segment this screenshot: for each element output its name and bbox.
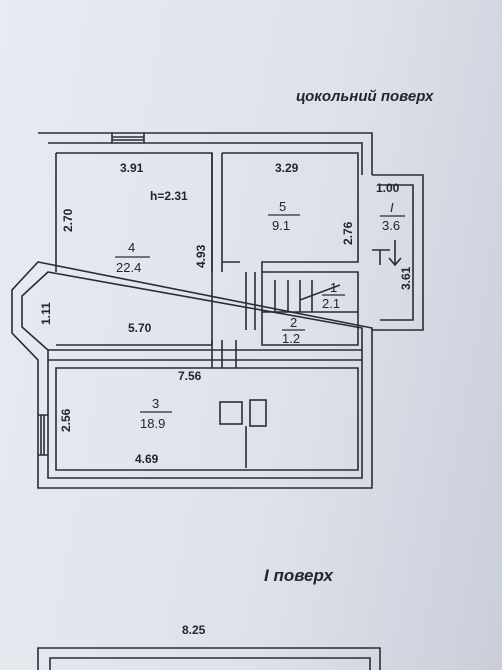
dim-stair-right: 3.61 [399, 266, 413, 290]
window-left [38, 414, 48, 456]
first-floor-outer [37, 647, 381, 670]
room5-wall [222, 152, 359, 272]
vestibule-wall [372, 174, 424, 331]
room3-box [55, 367, 359, 471]
room4-box [55, 152, 213, 345]
dim-room3-top: 7.56 [178, 369, 202, 383]
vestibule-door [372, 249, 390, 265]
stair-arrow [299, 284, 341, 301]
dim-room5-top: 3.29 [275, 161, 299, 175]
room2-number: 2 [290, 315, 297, 330]
room1-area: 2.1 [322, 296, 340, 311]
entry-arrow [388, 240, 402, 267]
dim-room4-left: 2.70 [61, 208, 75, 232]
room4-number: 4 [128, 240, 135, 255]
basement-heading: цокольний поверх [296, 88, 434, 105]
room3-area: 18.9 [140, 416, 165, 431]
outer-wall [11, 132, 373, 489]
inner-wall-line [21, 142, 363, 479]
roomI-number: I [390, 200, 394, 215]
dim-room3-left: 2.56 [59, 408, 73, 432]
dim-room4-bottom: 5.70 [128, 321, 152, 335]
room3-number: 3 [152, 396, 159, 411]
first-floor-heading: І поверх [264, 566, 333, 585]
boiler-box [219, 401, 243, 425]
stair-wall [245, 272, 256, 330]
room3-partition [48, 349, 362, 361]
dim-room3-bottom: 4.69 [135, 452, 159, 466]
room5-area: 9.1 [272, 218, 290, 233]
dim-stair-width: 1.00 [376, 181, 400, 195]
meter-box [249, 399, 267, 427]
room4-area: 22.4 [116, 260, 141, 275]
dim-room5-right: 2.76 [341, 221, 355, 245]
vestibule-inner [380, 184, 414, 321]
dim-first-floor-width: 8.25 [182, 623, 206, 637]
roomI-area: 3.6 [382, 218, 400, 233]
first-floor-inner [49, 657, 371, 670]
room2-area: 1.2 [282, 331, 300, 346]
room5-number: 5 [279, 199, 286, 214]
door-marks [211, 340, 237, 368]
stair-steps [274, 280, 313, 312]
dim-bay-left: 1.11 [39, 302, 53, 325]
room4-partition [211, 153, 223, 272]
dim-room4-top: 3.91 [120, 161, 144, 175]
ceiling-height: h=2.31 [150, 189, 188, 203]
stair-box [261, 271, 359, 346]
dim-room4-right: 4.93 [194, 244, 208, 268]
room1-number: 1 [330, 280, 337, 295]
window-top [111, 133, 145, 143]
